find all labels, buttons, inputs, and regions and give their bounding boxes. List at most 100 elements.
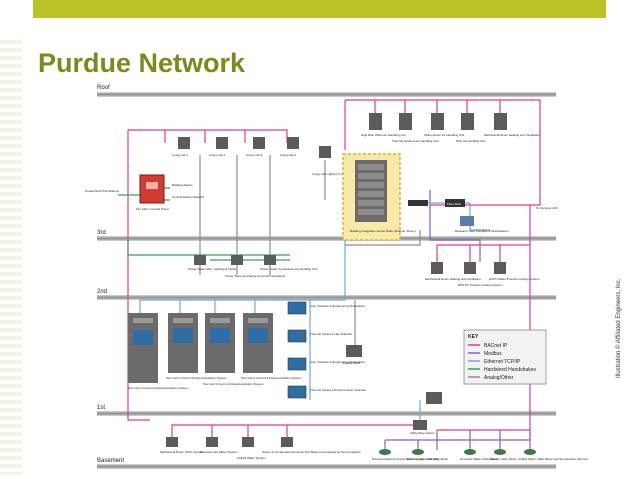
rack-screen: [210, 328, 230, 343]
mech3-unit-1: [431, 262, 443, 274]
legend-title: KEY: [468, 334, 479, 340]
basement-label: Chilled Water System: [237, 456, 266, 460]
utility-meter-label: Utility Meter Room: [410, 431, 435, 435]
building-alarms-label: Building Alarms: [172, 183, 193, 187]
rack-slot: [358, 191, 384, 197]
living-labs: Living Lab 1 Living Lab 2 Living Lab 3 L…: [172, 137, 299, 157]
floor1-slab: [97, 411, 556, 416]
legend-label: Analog/Other: [484, 375, 514, 381]
network-switch: [408, 200, 428, 206]
floor3-label: Power Tower Exchange Air & Cell Operatio…: [225, 274, 286, 278]
workstations: User Interface & Engineering Workstation…: [287, 301, 366, 399]
floor3-label: Power Tower Misc. Lighting & Outlet: [188, 267, 236, 271]
meter-label: Enhanced Electric Power Metering (typ. o…: [372, 457, 439, 461]
fire-alarm-display: [146, 182, 158, 189]
fiber-label: Fiber Wall: [447, 202, 461, 206]
lab-label: Living Lab 3: [246, 153, 263, 157]
mech3-label: DPS PV Process Cooling System: [458, 283, 503, 287]
lighting-controller: [319, 146, 331, 158]
roof-slab: [97, 92, 556, 97]
rack-screen: [173, 328, 193, 343]
workstation-1: [287, 301, 307, 315]
meter-icon: [412, 449, 424, 455]
test-cell-rack-1: [128, 313, 158, 383]
lab-controller-2: [216, 137, 228, 149]
basement-slab: [97, 464, 556, 469]
power-tower-3: [264, 255, 276, 265]
meter-label: Chilled Water Utility Meter and Temperat…: [518, 457, 588, 461]
roof-units: High Rise Office Air Handling Unit Therm…: [361, 113, 540, 143]
legend-label: Modbus: [484, 351, 502, 357]
utility-meter-room: [413, 420, 427, 430]
rack-slot: [358, 200, 384, 206]
rack-slot: [358, 209, 384, 215]
central-station-label: Central Station Dispatch: [172, 195, 205, 199]
lab-label: Living Lab 2: [209, 153, 226, 157]
fire-alarm-group: Fire Alarm Control Panel Smoke Roof Pull…: [85, 174, 205, 211]
roof-ahu-3: [431, 113, 444, 130]
basement-unit: [166, 437, 178, 447]
floor-label-1st: 1st: [97, 405, 105, 411]
page-title: Purdue Network: [38, 48, 246, 78]
lighting-label: Living Lab Lighting Controls: [312, 172, 350, 176]
workstation-4: [287, 385, 307, 399]
basement-unit: [281, 437, 293, 447]
rack-label: Test Cell 4 Control & Data Acquisition S…: [241, 376, 302, 380]
lab-controller-4: [287, 137, 299, 149]
utility-switch: [426, 392, 442, 404]
lab-controller-1: [178, 137, 190, 149]
meter-icon: [494, 449, 506, 455]
fiber-wall-box: [445, 199, 465, 207]
rack-panel: [248, 318, 268, 323]
illustration-credit: Illustration © Affiliated Engineers, Inc…: [616, 278, 622, 378]
mech3-unit-2: [464, 262, 476, 274]
fire-panel-label: Fire Alarm Control Panel: [136, 207, 169, 211]
meter-icon: [524, 449, 536, 455]
rack-panel: [173, 318, 193, 323]
mech3-unit-3: [494, 262, 506, 274]
lab-controller-3: [253, 137, 265, 149]
rack-slot: [358, 164, 384, 170]
basement-label: Mechanical Room HVAC System: [160, 450, 204, 454]
rack-screen: [248, 328, 268, 343]
basement-unit: [242, 437, 254, 447]
campus-label: To Campus LAN: [536, 206, 558, 210]
floor-label-3rd: 3rd: [97, 230, 106, 236]
smoke-label: Smoke Roof Pull Stations: [85, 189, 120, 193]
meter-icon: [464, 449, 476, 455]
basement-right: Enhanced Electric Power Metering (typ. o…: [372, 449, 588, 461]
roof-ahu-5: [494, 113, 507, 130]
workstation-3: [287, 357, 307, 371]
rack-screen: [133, 330, 153, 345]
legend-label: Ethernet TCP/IP: [484, 359, 521, 365]
floor3-label: Power Tower Combustion Air Handling Unit: [260, 267, 317, 271]
workstation-label: Thermal Systems Lab Chamber: [310, 332, 352, 336]
roof-ahu-1: [369, 113, 382, 130]
floor-label-2nd: 2nd: [97, 289, 107, 295]
floor-label-roof: Roof: [97, 85, 110, 91]
roof-unit-label: Thermal Systems Air Handling Unit: [392, 139, 439, 143]
top-accent-bar: [33, 0, 606, 18]
basement-label: Steam & Condensate Domestic Hot Water Co…: [262, 450, 361, 454]
bas-label: Building Integration Server Rack (Teleco…: [350, 229, 416, 233]
side-stripe: [0, 40, 22, 475]
floor3-devices: Power Tower Misc. Lighting & Outlet Powe…: [188, 255, 540, 287]
lab-label: Living Lab 1: [172, 153, 189, 157]
floor-label-basement: Basement: [97, 458, 124, 464]
meter-label: Electric Utility Meter: [490, 457, 517, 461]
legend-label: BACnet IP: [484, 343, 508, 349]
roof-unit-label: High Rise Office Air Handling Unit: [361, 133, 406, 137]
workstation-label: User Interface & Engineering Workstation: [310, 360, 365, 364]
facility-rack: [346, 345, 362, 357]
research-workstation: [460, 216, 474, 226]
rack-panel: [210, 318, 230, 323]
rack-slot: [358, 173, 384, 179]
roof-ahu-2: [399, 113, 412, 130]
roof-ahu-4: [461, 113, 474, 130]
legend-label: Hardwired Handshakes: [484, 367, 536, 373]
mech3-label: HVPV Water Process Cooling System: [489, 277, 540, 281]
workstation-2: [287, 329, 307, 343]
rack-label: Test Cell 2 Control & Data Acquisition S…: [166, 376, 227, 380]
rack-slot: [358, 182, 384, 188]
